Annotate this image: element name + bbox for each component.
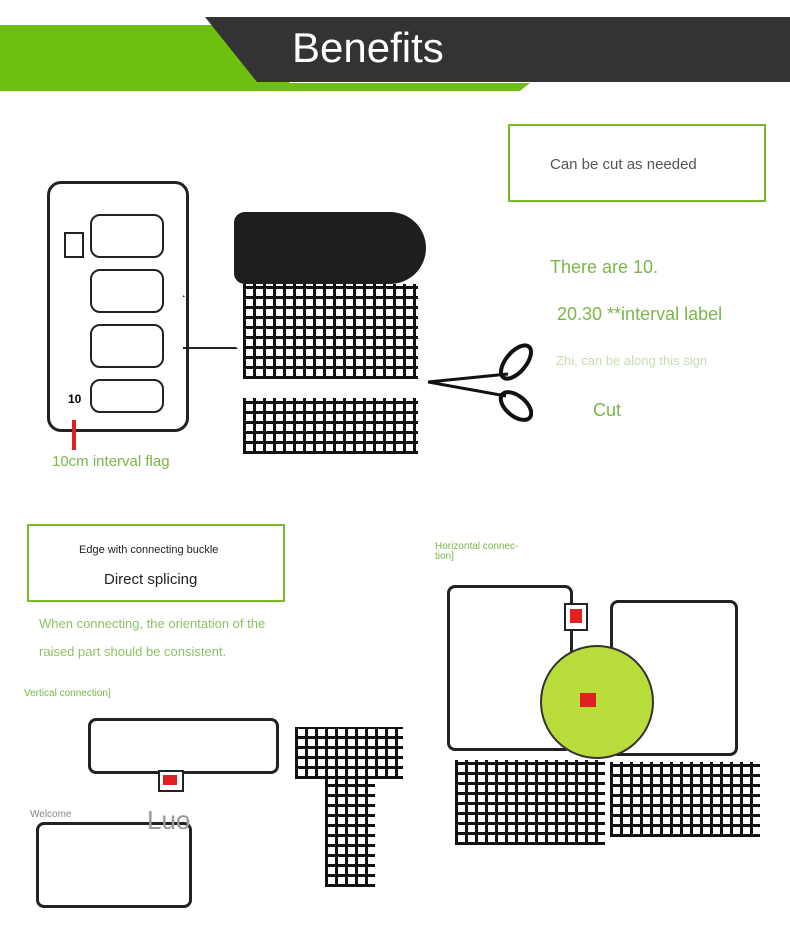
cut-line-1: There are 10. bbox=[550, 257, 659, 277]
flag-number: 10 bbox=[68, 392, 82, 406]
horizontal-grid-left bbox=[455, 760, 605, 845]
flag-caption: 10cm interval flag bbox=[52, 453, 170, 470]
red-marker bbox=[570, 609, 582, 623]
callout-pointer bbox=[183, 295, 238, 349]
splicing-small-text: Edge with connecting buckle bbox=[79, 544, 219, 556]
vertical-grid-top bbox=[295, 727, 403, 779]
vertical-lower-mesh bbox=[36, 822, 192, 908]
watermark-luo: Luo bbox=[147, 805, 191, 835]
connector-buckle bbox=[158, 770, 184, 792]
horizontal-connection-label: Horizontal connec- tion] bbox=[435, 542, 518, 562]
red-marker bbox=[580, 693, 596, 707]
vertical-connection-label: Vertical connection] bbox=[24, 688, 111, 699]
splicing-callout-box: Edge with connecting buckle Direct splic… bbox=[27, 524, 285, 602]
cut-line-3: Zhi, can be along this sign bbox=[556, 353, 708, 368]
horizontal-label-line-1: Horizontal connec- bbox=[435, 541, 519, 552]
mesh-upper-grid bbox=[243, 284, 418, 379]
mesh-roll bbox=[234, 212, 426, 284]
page-title: Benefits bbox=[292, 24, 444, 71]
mesh-lower-grid bbox=[243, 398, 418, 454]
note-line-2: raised part should be consistent. bbox=[39, 644, 227, 659]
red-marker bbox=[163, 775, 177, 785]
vertical-grid-stem bbox=[325, 779, 375, 887]
watermark-welcome: Welcome bbox=[30, 809, 72, 820]
header-dark-banner bbox=[205, 17, 790, 82]
scissors-icon bbox=[428, 343, 533, 422]
flag-closeup-panel: 10 bbox=[47, 181, 189, 432]
horizontal-grid-right bbox=[610, 762, 760, 837]
cut-callout-box: Can be cut as needed bbox=[508, 124, 766, 202]
cut-line-4: Cut bbox=[593, 400, 622, 420]
horizontal-label-line-2: tion] bbox=[435, 551, 454, 562]
cut-line-2: 20.30 **interval label bbox=[557, 304, 723, 324]
splicing-large-text: Direct splicing bbox=[104, 571, 198, 588]
vertical-upper-mesh bbox=[88, 718, 279, 774]
cut-callout-text: Can be cut as needed bbox=[550, 156, 697, 173]
horizontal-buckle bbox=[564, 603, 588, 631]
magnified-detail-circle bbox=[540, 645, 654, 759]
buckle-icon bbox=[64, 232, 84, 258]
note-line-1: When connecting, the orientation of the bbox=[39, 616, 266, 631]
red-marker bbox=[72, 420, 76, 450]
